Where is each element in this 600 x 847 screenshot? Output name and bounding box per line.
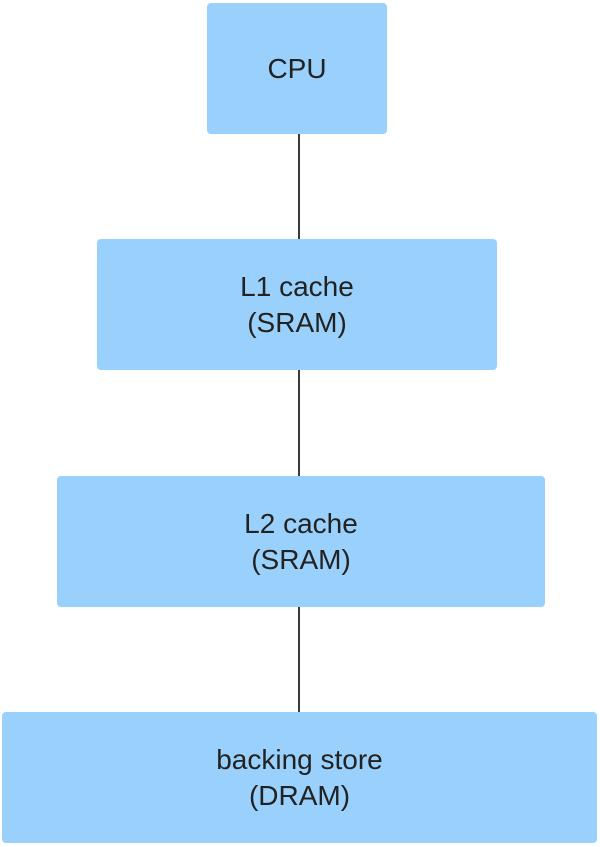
backing-store-label: backing store bbox=[216, 743, 383, 775]
cpu-label: CPU bbox=[267, 52, 327, 84]
l2-cache-type: (SRAM) bbox=[251, 543, 351, 575]
connector-cpu-l1 bbox=[298, 134, 300, 239]
connector-l1-l2 bbox=[298, 370, 300, 476]
l1-cache-type: (SRAM) bbox=[247, 306, 347, 338]
l2-cache-label: L2 cache bbox=[244, 507, 358, 539]
l2-cache-node: L2 cache (SRAM) bbox=[57, 476, 545, 607]
backing-store-type: (DRAM) bbox=[248, 779, 351, 811]
connector-l2-store bbox=[298, 607, 300, 712]
l1-cache-label: L1 cache bbox=[240, 270, 354, 302]
cpu-node: CPU bbox=[207, 3, 387, 134]
l1-cache-node: L1 cache (SRAM) bbox=[97, 239, 497, 370]
backing-store-node: backing store (DRAM) bbox=[2, 712, 597, 843]
